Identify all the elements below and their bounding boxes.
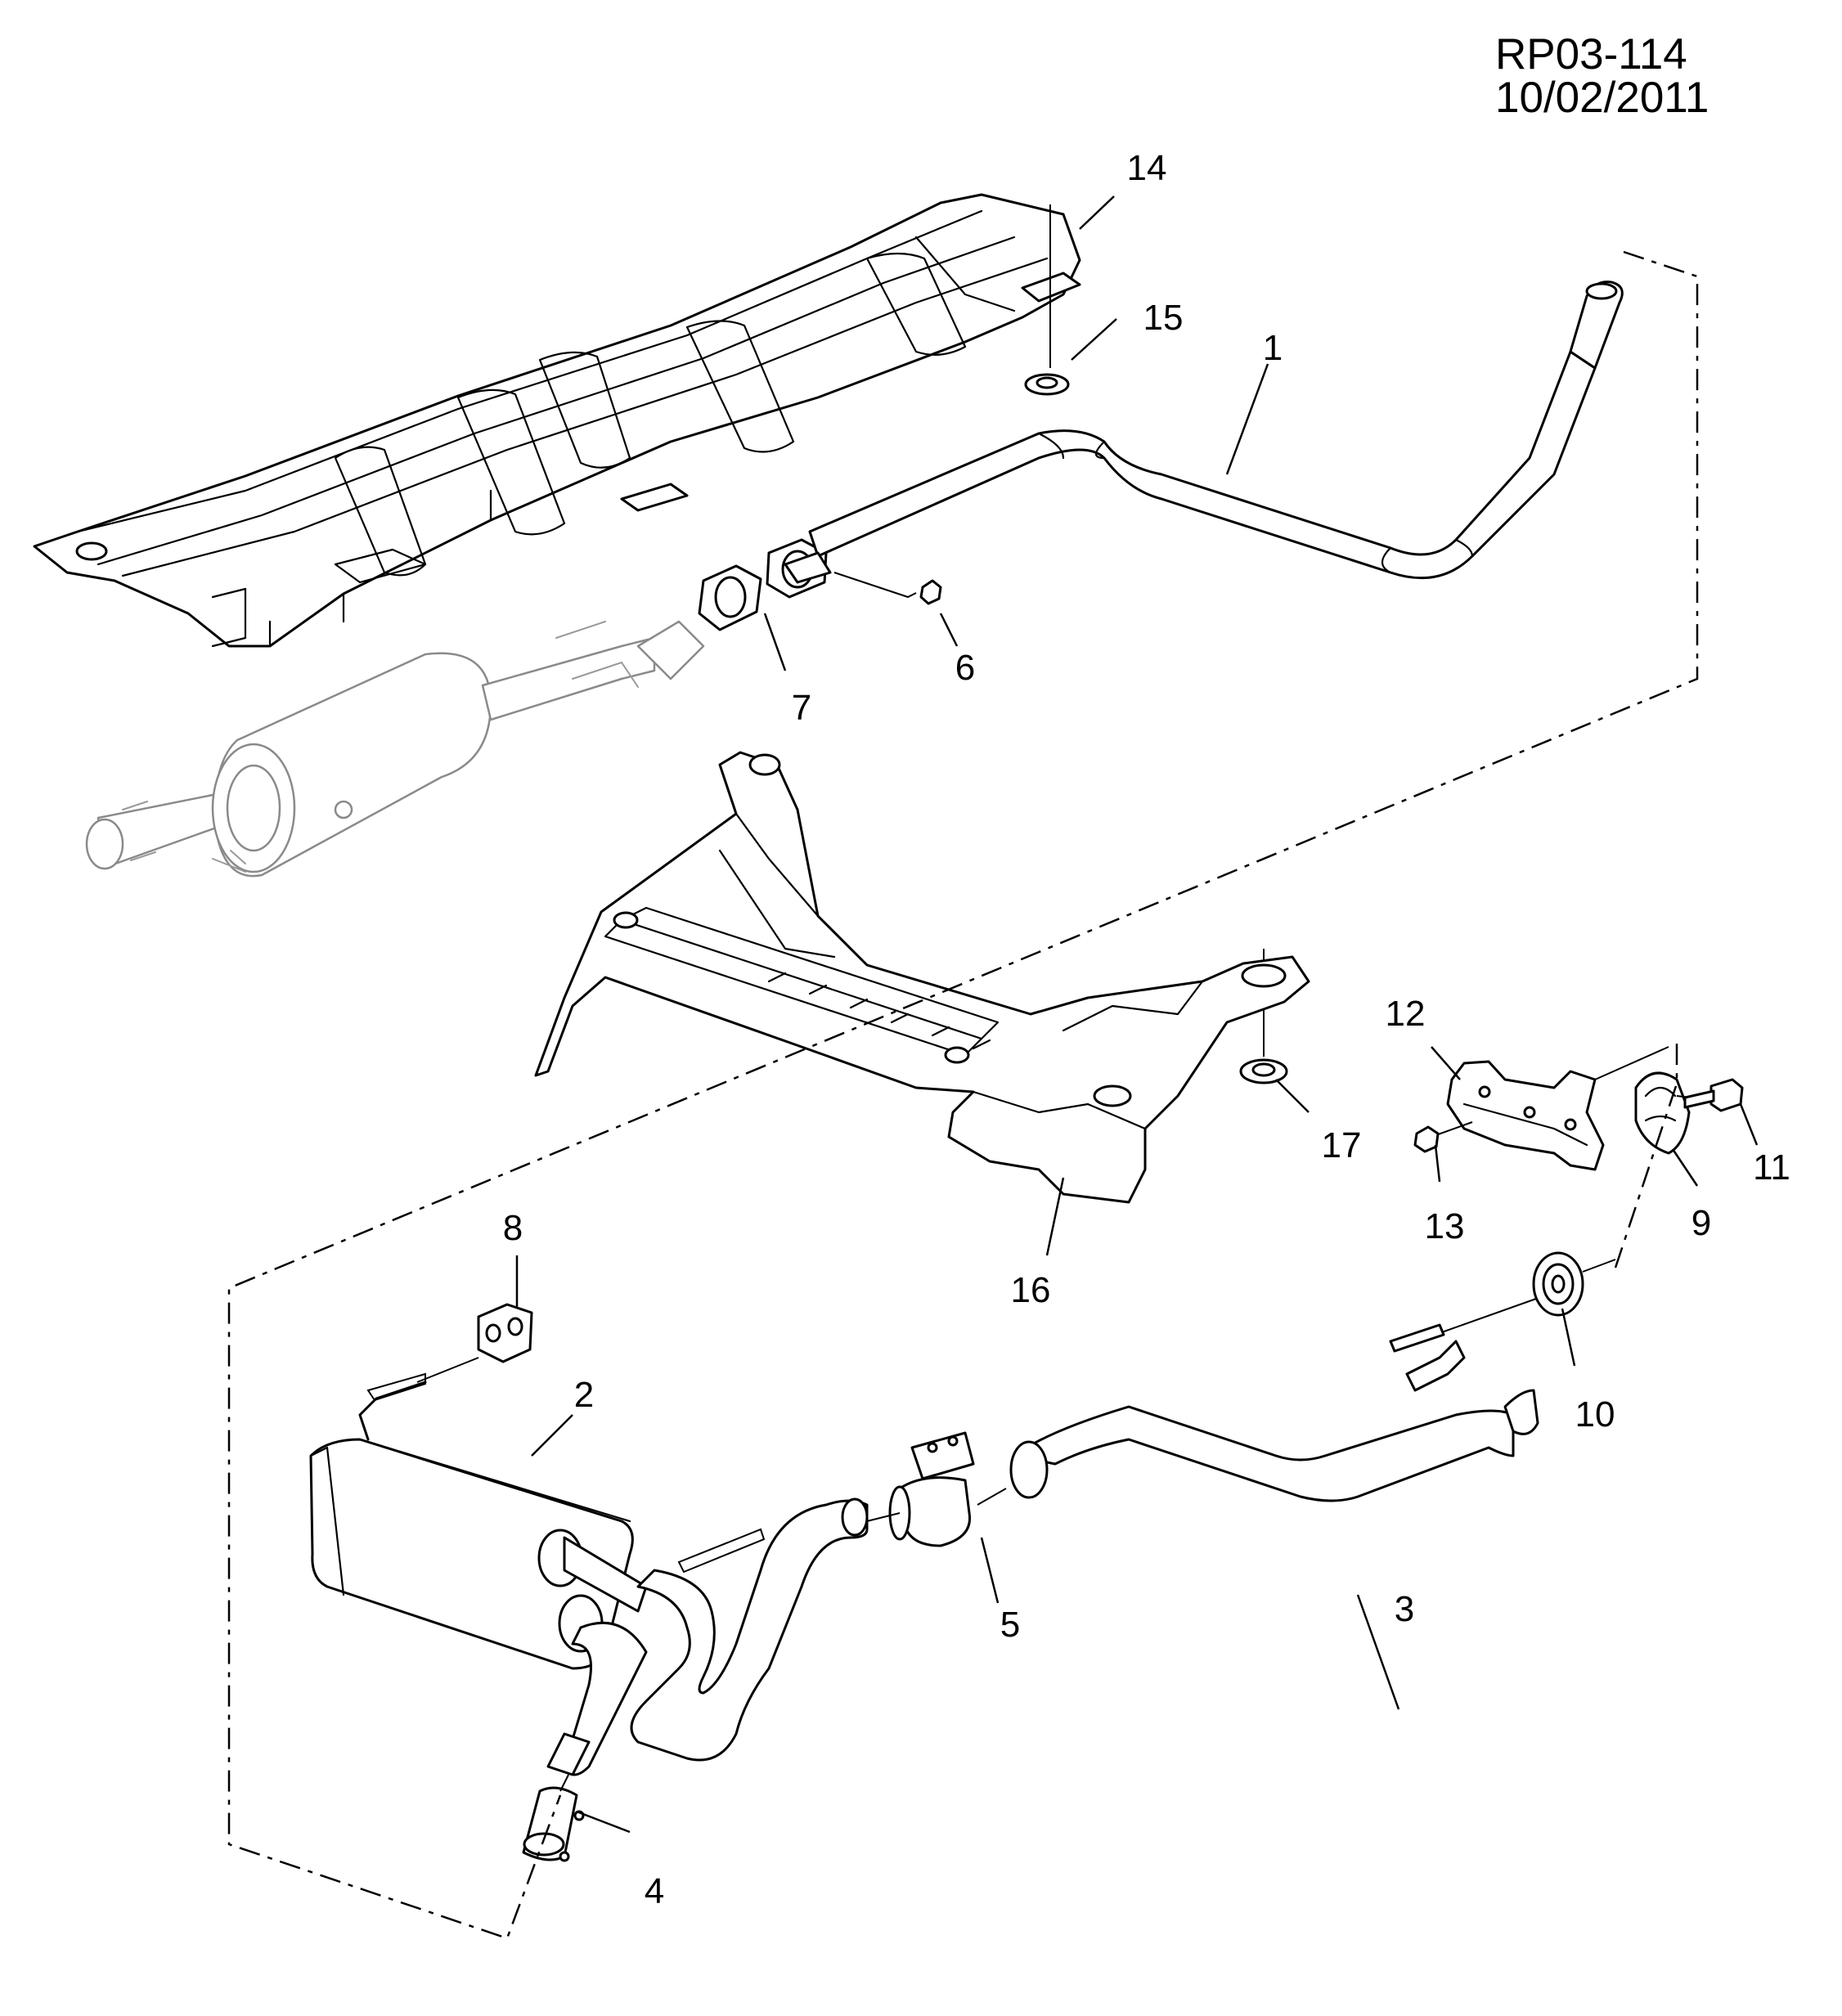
crossmember bbox=[534, 751, 1310, 1204]
callout-6: 6 bbox=[955, 648, 976, 688]
callout-3: 3 bbox=[1394, 1589, 1415, 1629]
callout-9: 9 bbox=[1691, 1203, 1712, 1243]
callout-17: 17 bbox=[1321, 1125, 1362, 1165]
callout-8: 8 bbox=[502, 1208, 523, 1248]
callout-2: 2 bbox=[573, 1375, 595, 1415]
catalytic-converter-ghost bbox=[85, 620, 705, 878]
heat-shield bbox=[33, 193, 1081, 648]
rubber-insulators bbox=[1024, 204, 1288, 1084]
muffler bbox=[309, 1372, 766, 1670]
callout-4: 4 bbox=[644, 1871, 665, 1911]
leader-lines bbox=[515, 195, 1759, 1834]
callout-1: 1 bbox=[1262, 328, 1283, 368]
callout-5: 5 bbox=[1000, 1605, 1021, 1645]
intermediate-pipe bbox=[784, 281, 1624, 584]
hanger-clamp bbox=[1634, 1071, 1744, 1155]
callout-16: 16 bbox=[1010, 1270, 1051, 1310]
callout-11: 11 bbox=[1753, 1147, 1790, 1188]
muffler-hanger bbox=[416, 1303, 533, 1383]
tail-pipe-tip bbox=[522, 1732, 591, 1862]
callout-15: 15 bbox=[1143, 298, 1184, 338]
tailpipe bbox=[1009, 1323, 1539, 1502]
hanger-bracket bbox=[1413, 1046, 1669, 1171]
callout-14: 14 bbox=[1126, 148, 1167, 188]
nut bbox=[833, 572, 942, 605]
reference-code: RP03-114 10/02/2011 bbox=[1495, 30, 1709, 122]
callout-12: 12 bbox=[1385, 994, 1426, 1034]
flange-gaskets bbox=[698, 538, 828, 631]
callout-7: 7 bbox=[791, 688, 812, 728]
callout-13: 13 bbox=[1424, 1206, 1465, 1246]
resonator-pipe bbox=[563, 1497, 869, 1776]
pipe-clamp bbox=[866, 1431, 1007, 1547]
phantom-lines bbox=[227, 250, 1699, 1940]
exhaust-insulator bbox=[1439, 1251, 1616, 1334]
callout-10: 10 bbox=[1575, 1394, 1615, 1435]
